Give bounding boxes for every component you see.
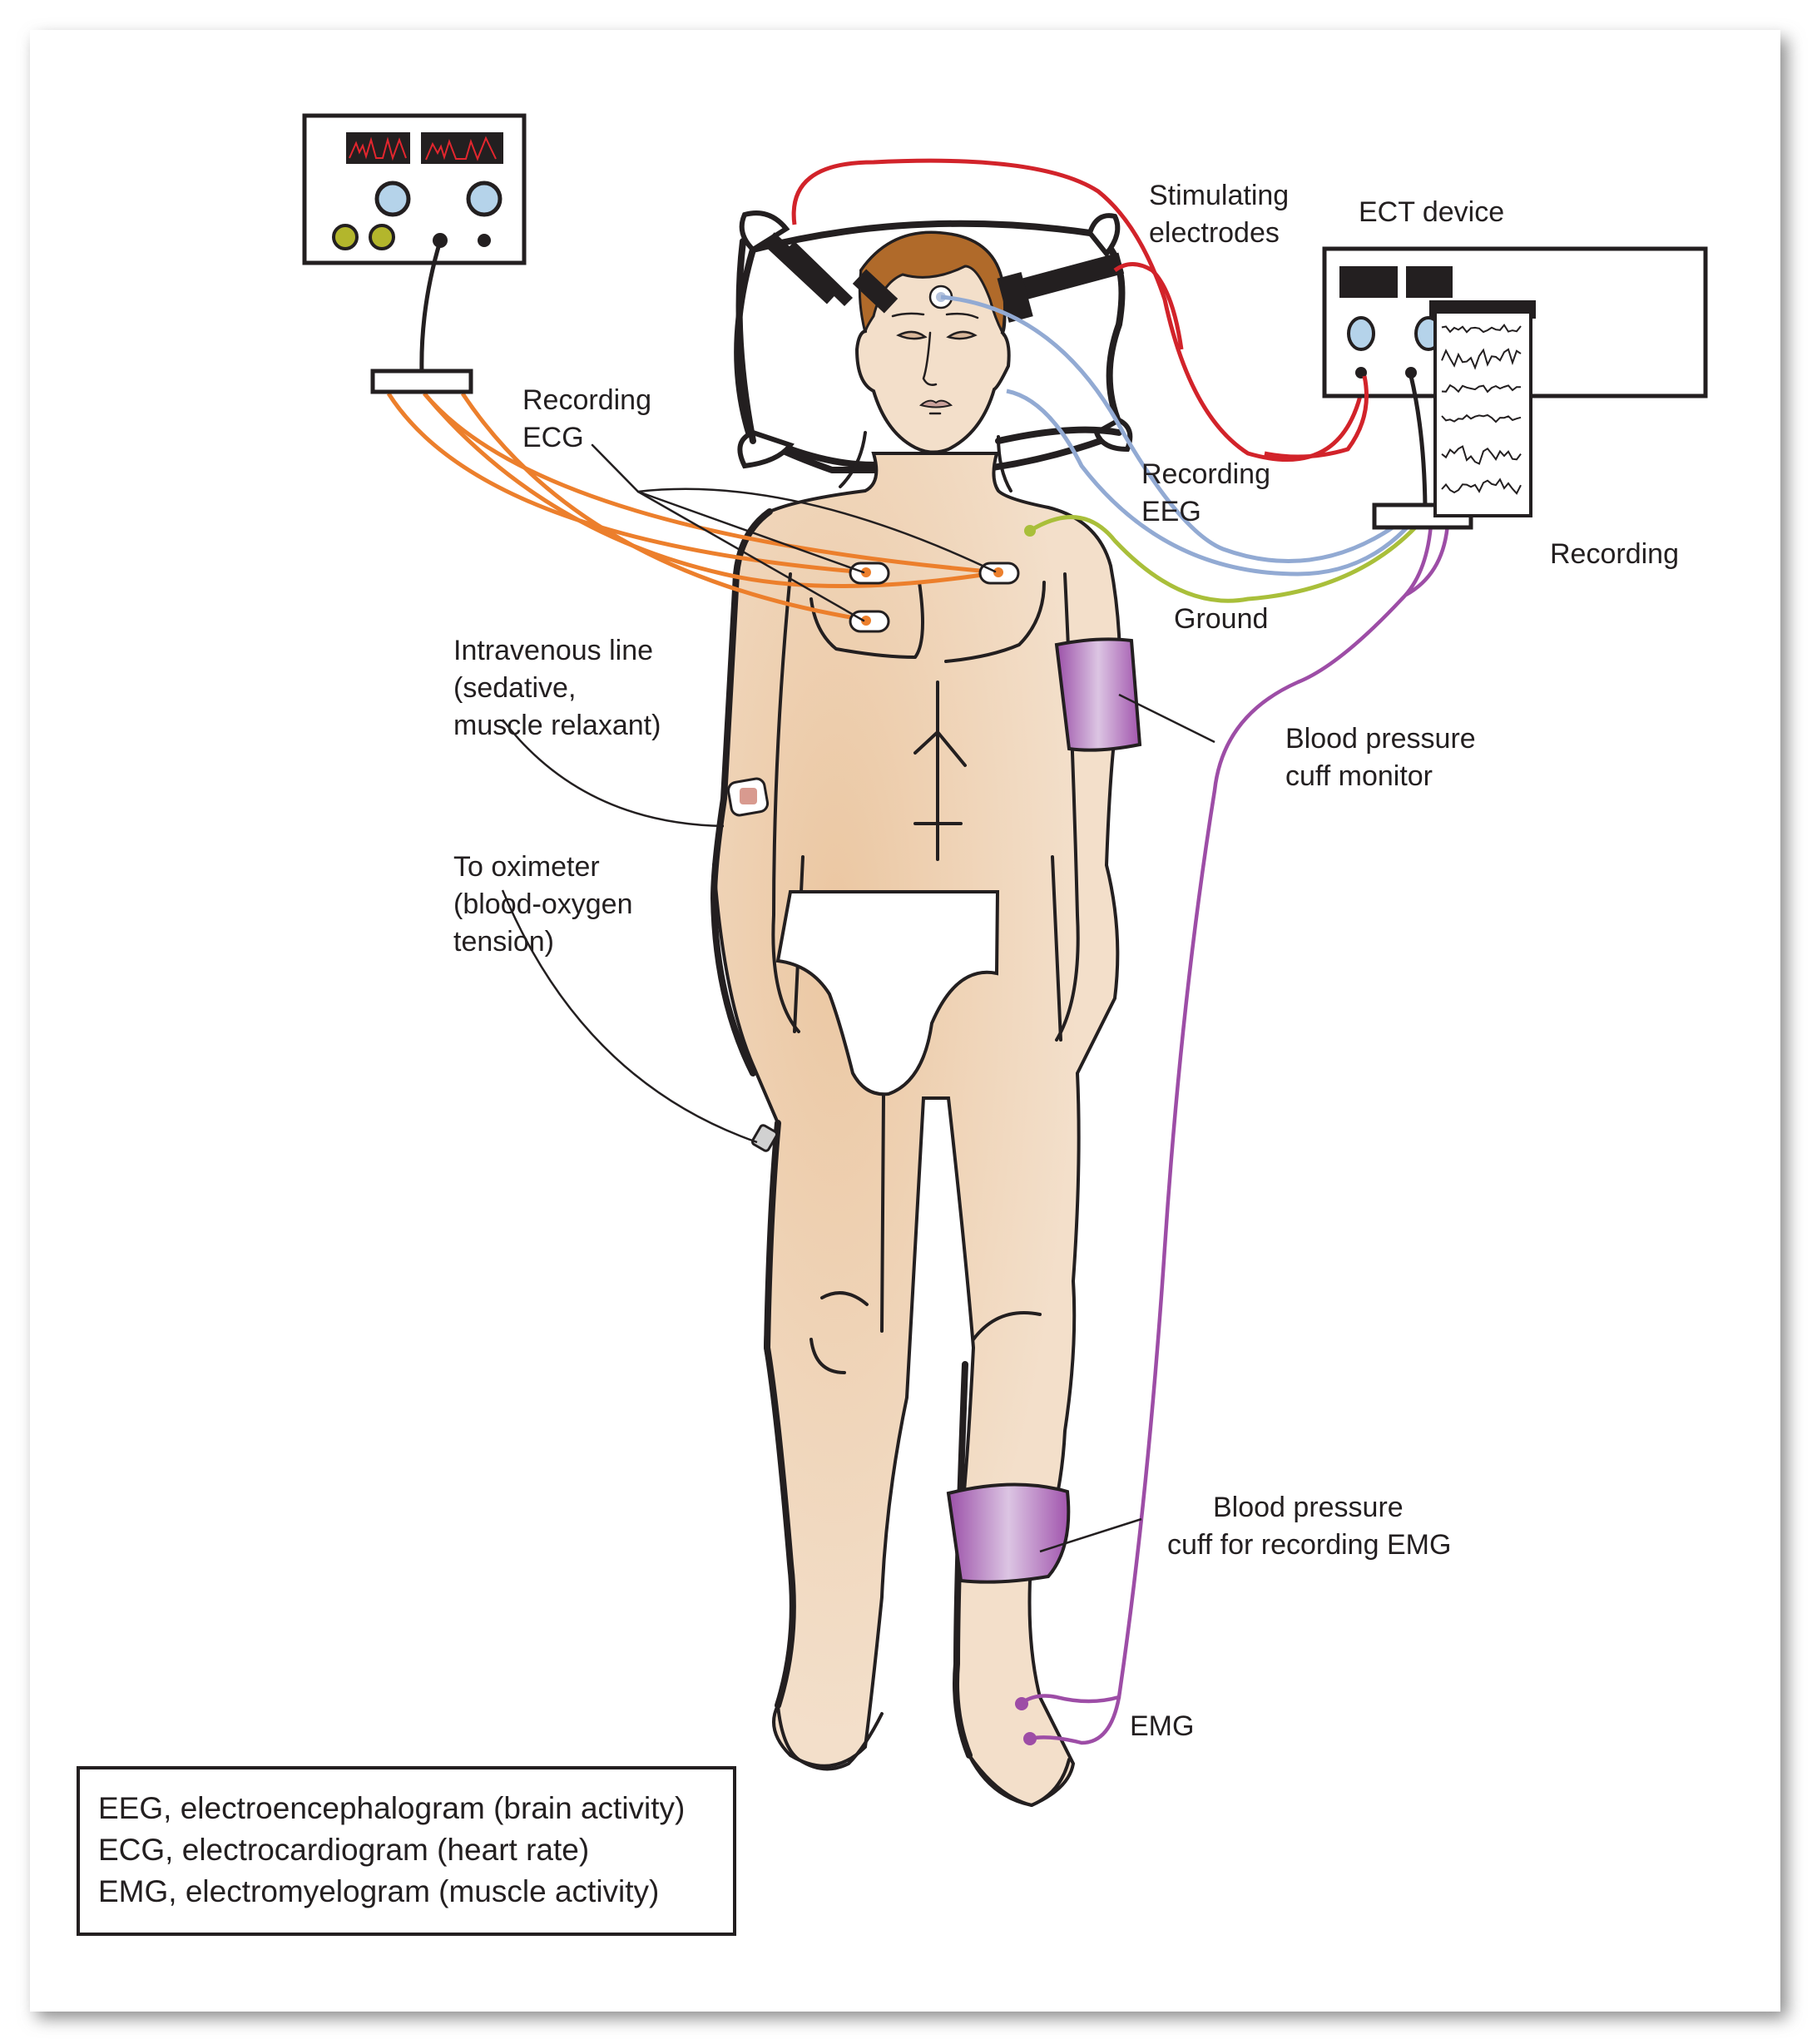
- label-iv-2: (sedative,: [453, 672, 576, 704]
- ecg-knob-1: [374, 181, 411, 217]
- leader-lines: [501, 693, 1215, 1553]
- ect-knob-1: [1347, 316, 1375, 351]
- ecg-jack-2: [369, 224, 395, 250]
- ecg-wires: [386, 392, 999, 622]
- recording-trace: [1441, 348, 1522, 370]
- label-stimulating-1: Stimulating: [1149, 180, 1289, 211]
- ecg-jack-1: [332, 224, 359, 250]
- ecg-monitor: [302, 113, 527, 394]
- label-recording-eeg-2: EEG: [1141, 496, 1201, 527]
- emg-electrode-lower: [1023, 1732, 1037, 1745]
- recording-paper: [1433, 310, 1532, 517]
- recording-trace: [1441, 384, 1521, 393]
- legend-item-ecg: ECG, electrocardiogram (heart rate): [98, 1833, 589, 1867]
- recording-trace: [1441, 445, 1522, 465]
- eeg-wires: [940, 294, 1412, 577]
- stimulating-wires: [791, 158, 1367, 462]
- label-recording-eeg-1: Recording: [1141, 458, 1270, 490]
- briefs: [775, 890, 1000, 1096]
- ecg-display-1: [346, 132, 410, 164]
- ecg-electrodes: [849, 562, 1020, 633]
- legend-item-emg: EMG, electromyelogram (muscle activity): [98, 1874, 659, 1908]
- label-stimulating-2: electrodes: [1149, 217, 1280, 249]
- label-oximeter-1: To oximeter: [453, 851, 600, 883]
- emg-wires: [1020, 523, 1450, 1745]
- sternum-arrow: [913, 730, 967, 767]
- label-oximeter-2: (blood-oxygen: [453, 888, 632, 920]
- label-bp-leg-1: Blood pressure: [1213, 1492, 1404, 1523]
- hair: [858, 231, 1006, 337]
- recording-trace: [1441, 413, 1522, 423]
- oximeter-leader: [501, 889, 758, 1144]
- ground-wire: [1028, 515, 1420, 603]
- iv-patch: [726, 777, 770, 817]
- ect-display-1: [1339, 266, 1398, 298]
- label-recording-ecg-1: Recording: [522, 384, 651, 416]
- bp-cuff-arm: [1054, 637, 1142, 752]
- ecg-knob-2: [466, 181, 503, 217]
- bp-arm-leader: [1118, 693, 1215, 744]
- ecg-connector: [370, 369, 473, 394]
- label-bp-leg-2: cuff for recording EMG: [1167, 1529, 1451, 1561]
- recording-trace: [1441, 478, 1522, 495]
- legend-box: EEG, electroencephalogram (brain activit…: [77, 1766, 736, 1936]
- oximeter-clip: [750, 1124, 779, 1152]
- pillow: [734, 210, 1133, 473]
- bp-cuff-leg: [946, 1482, 1071, 1584]
- label-iv-1: Intravenous line: [453, 635, 653, 666]
- ecg-leader-lines: [591, 443, 997, 622]
- legend-item-eeg: EEG, electroencephalogram (brain activit…: [98, 1791, 685, 1825]
- recording-trace: [1441, 323, 1522, 334]
- label-emg: EMG: [1130, 1710, 1194, 1742]
- label-ect-device: ECT device: [1359, 196, 1504, 228]
- label-recording-ecg-2: ECG: [522, 422, 584, 453]
- label-bp-arm-1: Blood pressure: [1285, 723, 1476, 755]
- stimulating-electrodes: [763, 232, 1125, 323]
- head: [854, 230, 1011, 454]
- label-recording: Recording: [1550, 538, 1679, 570]
- ect-device: [1264, 246, 1708, 530]
- iv-leader: [502, 719, 725, 828]
- ect-display-2: [1406, 266, 1453, 298]
- ground-electrode: [1024, 525, 1036, 537]
- patient-body: [710, 431, 1122, 1808]
- label-bp-arm-2: cuff monitor: [1285, 760, 1433, 792]
- label-iv-3: muscle relaxant): [453, 710, 661, 741]
- emg-electrode-upper: [1015, 1697, 1028, 1710]
- recording-traces: [1441, 323, 1522, 495]
- label-oximeter-3: tension): [453, 926, 554, 958]
- bp-leg-leader: [1039, 1517, 1142, 1553]
- label-ground: Ground: [1174, 603, 1268, 635]
